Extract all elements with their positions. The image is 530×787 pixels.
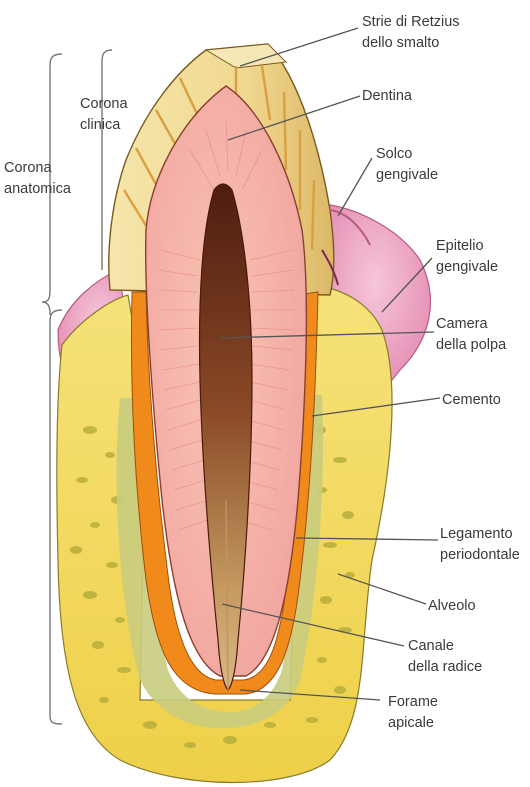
label-forame-apicale: Forame apicale [388,694,442,731]
label-epitelio-gengivale: Epitelio gengivale [436,238,498,275]
label-solco-gengivale: Solco gengivale [376,146,438,183]
label-cemento: Cemento [442,392,501,408]
label-canale-radice: Canale della radice [408,638,482,675]
label-corona-clinica: Corona clinica [80,96,132,133]
label-alveolo: Alveolo [428,598,476,614]
leader-solco [338,158,372,216]
label-dentina: Dentina [362,88,413,104]
label-strie-retzius: Strie di Retzius dello smalto [362,14,464,51]
label-legamento-periodontale: Legamento periodontale [440,526,520,563]
label-corona-anatomica: Corona anatomica [4,160,72,197]
label-camera-polpa: Camera della polpa [436,316,507,353]
